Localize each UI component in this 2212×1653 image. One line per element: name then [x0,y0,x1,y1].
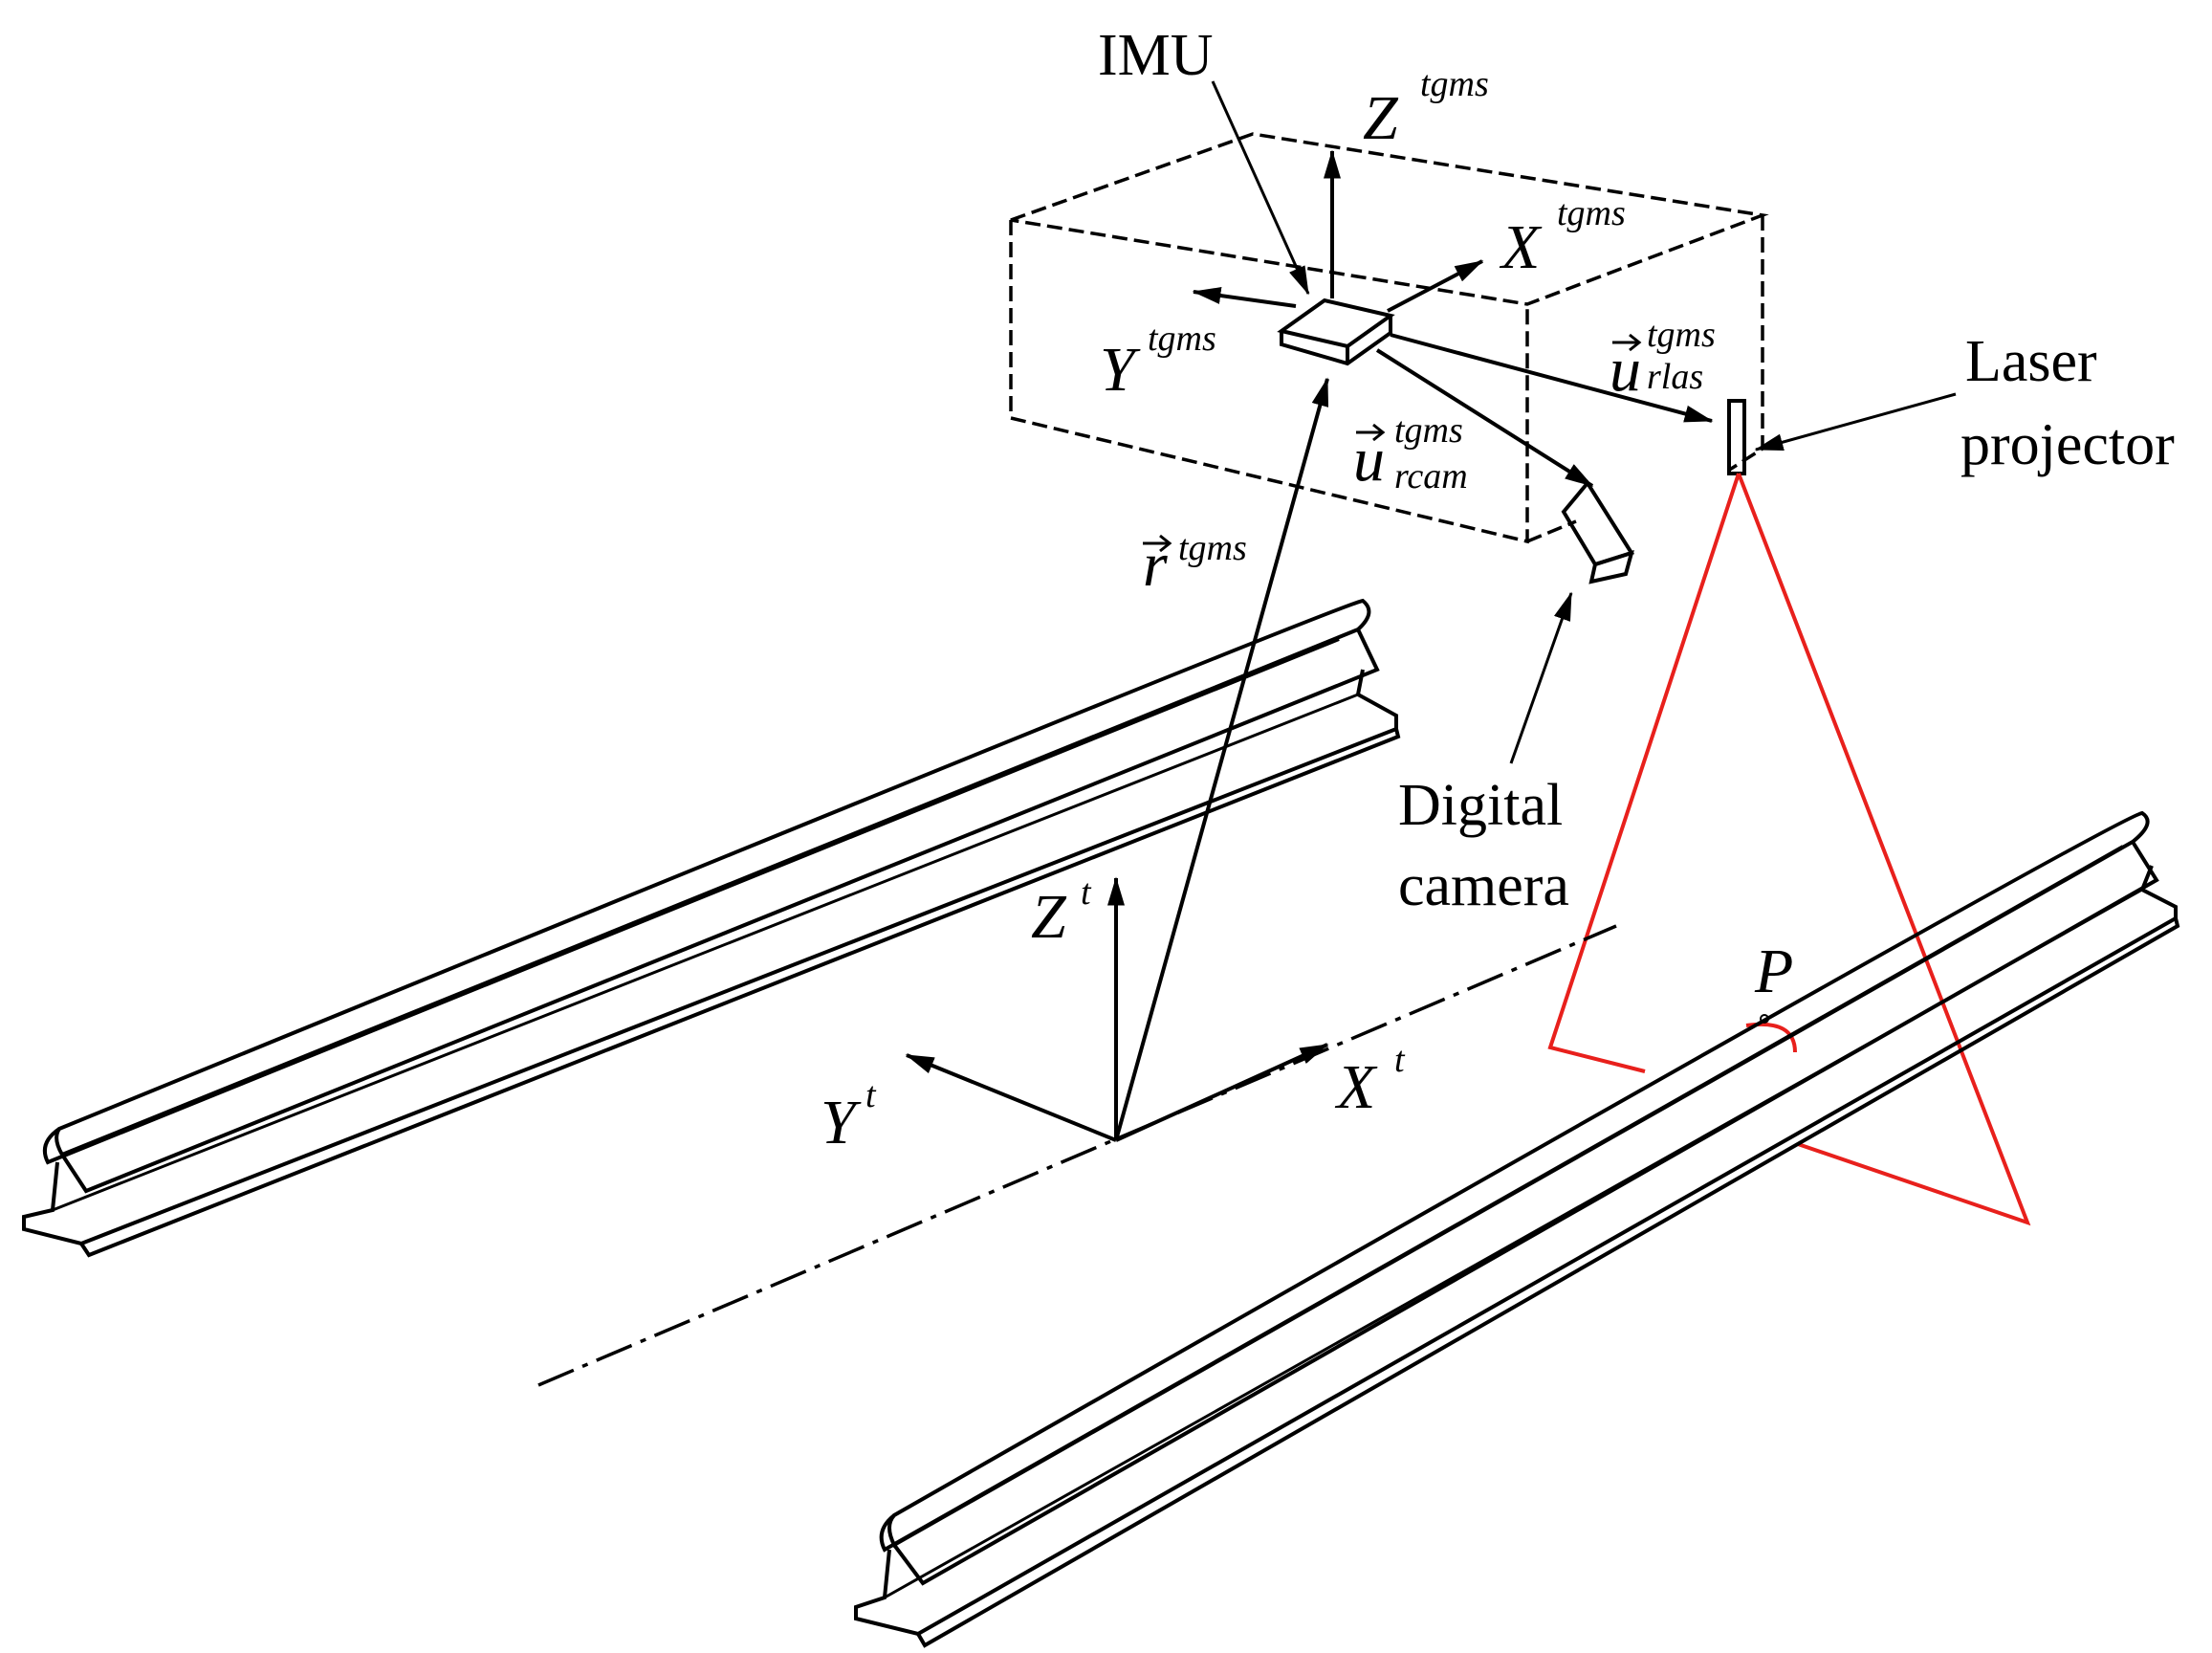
point-p-label: P [1754,937,1793,1006]
vectors [1114,333,1714,1141]
x-tgms-label: X [1499,212,1543,282]
u-rlas-vector-arrow-accent [1612,333,1642,352]
laser-leader-line [1754,392,1957,452]
x-tgms-axis-arrow [1387,259,1484,313]
u-rlas-sub: rlas [1647,357,1703,397]
r-tgms-vector [1114,377,1329,1141]
u-rcam-vector [1375,348,1594,488]
z-t-sup: t [1081,872,1092,913]
track-centerline [537,924,1617,1387]
u-rcam-sup: tgms [1394,410,1463,451]
y-t-sup: t [865,1075,877,1115]
imu-block [1211,80,1395,366]
tgms-axes [1192,149,1484,313]
x-tgms-sup: tgms [1557,193,1626,233]
track-axes [905,876,1329,1142]
x-t-axis-arrow [1115,1043,1329,1142]
y-tgms-axis-arrow [1192,287,1297,308]
imu-label: IMU [1098,23,1214,88]
y-t-axis-arrow [905,1053,1117,1142]
laser-label-line1: Laser [1965,329,2097,394]
laser-label-line2: projector [1960,412,2175,477]
u-rcam-vector-arrow-accent [1356,423,1386,442]
camera-leader-line [1509,591,1573,764]
laser-plane [1547,473,2031,1226]
y-tgms-sup: tgms [1148,319,1216,359]
z-tgms-label: Z [1363,83,1399,153]
r-tgms-sup: tgms [1178,528,1247,568]
r-tgms-label: r [1143,530,1168,600]
right-rail [854,810,2180,1648]
y-tgms-label: Y [1100,335,1141,405]
u-rlas-sup: tgms [1647,315,1716,355]
z-tgms-sup: tgms [1420,64,1489,104]
u-rcam-sub: rcam [1394,456,1468,496]
y-t-label: Y [821,1088,862,1157]
x-t-sup: t [1394,1040,1406,1080]
imu-leader-line [1211,80,1310,296]
r-tgms-vector-arrow-accent [1143,534,1172,553]
left-rail [22,598,1401,1258]
z-t-label: Z [1031,882,1067,952]
camera-label-line1: Digital [1398,773,1563,838]
camera-label-line2: camera [1398,853,1569,918]
digital-camera [1509,479,1635,764]
x-t-label: X [1334,1052,1378,1122]
u-rlas-vector [1390,333,1714,423]
